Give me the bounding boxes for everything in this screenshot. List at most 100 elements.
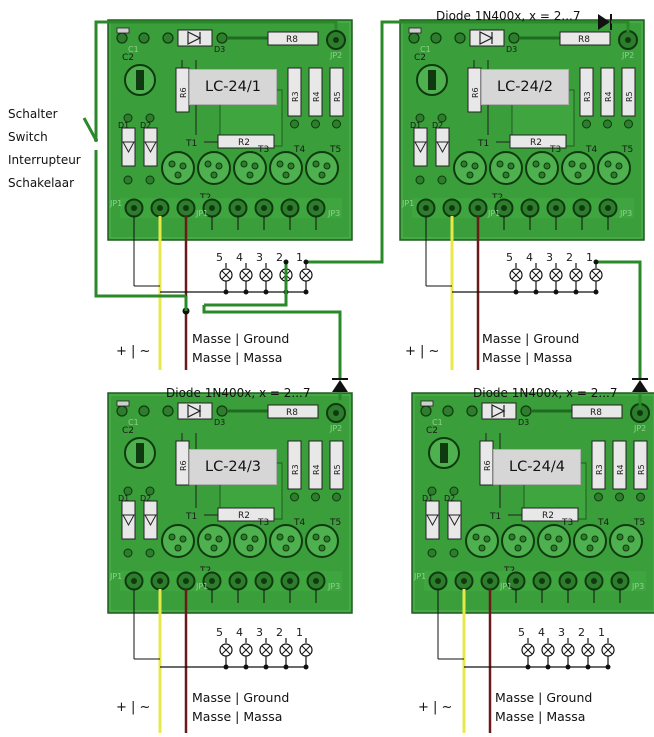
d3-body — [177, 29, 213, 47]
pad — [610, 171, 618, 179]
t2-body — [489, 151, 523, 185]
pad — [123, 486, 133, 496]
r5-label: R5 — [637, 464, 646, 475]
switch-label-nl: Schakelaar — [8, 176, 75, 190]
pad — [543, 162, 551, 170]
pad — [240, 533, 248, 541]
pad — [123, 548, 133, 558]
connector-hole — [605, 205, 611, 211]
jp2-label: JP2 — [329, 424, 342, 433]
output-number-2: 2 — [566, 251, 573, 264]
pad — [174, 171, 182, 179]
pad — [174, 544, 182, 552]
board-title-3: LC-24/3 — [189, 449, 277, 485]
switch-wire-top — [94, 20, 338, 140]
switch-label-de: Schalter — [8, 107, 58, 121]
output-number-4: 4 — [526, 251, 533, 264]
d2-body — [143, 500, 158, 540]
diode-label-mid-right: Diode 1N400x, x = 2...7 — [473, 386, 618, 400]
output-number-1: 1 — [586, 251, 593, 264]
connector-hole — [261, 205, 267, 211]
r3-body — [287, 67, 302, 117]
d2-body — [435, 127, 450, 167]
pad — [168, 533, 176, 541]
c1-pad-2 — [430, 32, 442, 44]
pad — [507, 162, 515, 170]
lamp-cross — [221, 645, 231, 655]
jp2-hole — [333, 410, 339, 416]
junction-dot — [283, 259, 289, 265]
t4-body — [269, 524, 303, 558]
d2-label: D2 — [432, 121, 443, 130]
pad — [514, 544, 522, 552]
c1-pad — [116, 405, 128, 417]
pad — [282, 544, 290, 552]
pad — [323, 535, 331, 543]
pad — [615, 162, 623, 170]
d2-label: D2 — [140, 494, 151, 503]
diode-label-top: Diode 1N400x, x = 2...7 — [436, 9, 581, 23]
d3-body — [481, 402, 517, 420]
board-4: C1D3R8JP2C2R6R3R4R5D1D2R2T1T2T3T4T5JP1JP… — [411, 392, 654, 614]
d2-symbol — [144, 514, 157, 527]
pad — [615, 492, 624, 502]
pad — [318, 171, 326, 179]
output-number-1: 1 — [296, 626, 303, 639]
lamp-cross — [563, 645, 573, 655]
t4-label: T4 — [293, 145, 305, 155]
c2-label: C2 — [122, 426, 134, 436]
output-number-1: 1 — [296, 251, 303, 264]
c1-pad-2 — [442, 405, 454, 417]
t4-label: T4 — [585, 145, 597, 155]
r2-label: R2 — [542, 511, 554, 521]
power-label-3: + | ~ — [116, 700, 151, 715]
r4-body — [308, 440, 323, 490]
jp3-label: JP3 — [327, 209, 340, 218]
jp1-label-2: JP1 — [499, 582, 512, 591]
pad — [616, 533, 624, 541]
output-number-3: 3 — [558, 626, 565, 639]
pad — [246, 544, 254, 552]
d3-label: D3 — [214, 418, 225, 427]
connector-hole — [157, 578, 163, 584]
ground-label-1b: Masse | Massa — [192, 350, 283, 365]
connector-hole — [423, 205, 429, 211]
t4-label: T4 — [293, 518, 305, 528]
d1-symbol — [122, 514, 135, 527]
pad — [204, 160, 212, 168]
d3-symbol — [187, 31, 202, 45]
r5-body — [329, 67, 344, 117]
pad — [276, 160, 284, 168]
r6-label: R6 — [179, 87, 188, 98]
lamp-cross — [301, 270, 311, 280]
t1-label: T1 — [185, 139, 197, 149]
connector-hole — [235, 578, 241, 584]
d3-body — [469, 29, 505, 47]
jp1-label-2: JP1 — [195, 582, 208, 591]
jp1-label-2: JP1 — [487, 209, 500, 218]
c1-pad — [408, 32, 420, 44]
board-title-1: LC-24/1 — [189, 69, 277, 105]
c2-stripe — [428, 70, 436, 90]
r4-label: R4 — [604, 91, 613, 102]
r6-label: R6 — [179, 460, 188, 471]
output-number-5: 5 — [506, 251, 513, 264]
pad — [449, 486, 459, 496]
pad — [508, 533, 516, 541]
junction-dot — [593, 259, 599, 265]
t5-label: T5 — [329, 518, 341, 528]
connector-hole — [449, 205, 455, 211]
diode-left-icon — [332, 380, 348, 392]
pad — [332, 119, 341, 129]
jp1-label: JP1 — [401, 199, 414, 208]
d3-symbol — [479, 31, 494, 45]
connector-hole — [313, 578, 319, 584]
r8-label: R8 — [286, 35, 298, 45]
r8-label: R8 — [590, 408, 602, 418]
jp2-hole — [625, 37, 631, 43]
pad — [123, 175, 133, 185]
c1-pad — [116, 32, 128, 44]
lamp-cross — [301, 645, 311, 655]
output-number-5: 5 — [216, 251, 223, 264]
